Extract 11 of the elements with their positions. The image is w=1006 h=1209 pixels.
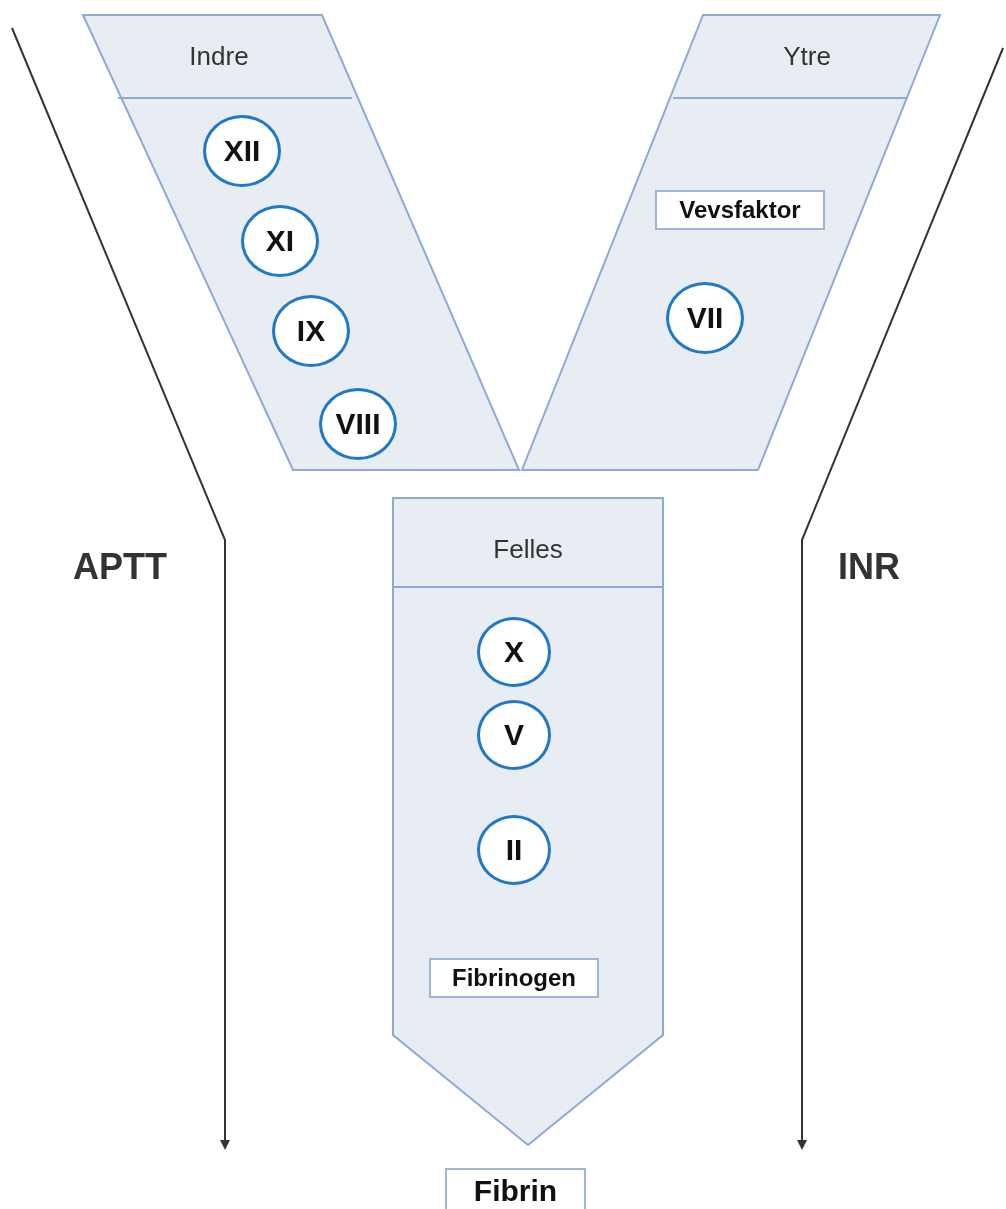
pathway-panel	[83, 15, 520, 471]
factor-label: Fibrinogen	[429, 958, 599, 998]
pathway-panel	[522, 15, 941, 471]
panel-heading: Ytre	[783, 41, 831, 72]
panel-heading: Indre	[189, 41, 249, 72]
test-label: INR	[838, 546, 900, 588]
pathway-panel	[393, 498, 664, 1146]
factor-label: Vevsfaktor	[655, 190, 825, 230]
factor-label: Fibrin	[445, 1168, 586, 1209]
panel-heading: Felles	[493, 534, 563, 565]
test-label: APTT	[73, 546, 167, 588]
